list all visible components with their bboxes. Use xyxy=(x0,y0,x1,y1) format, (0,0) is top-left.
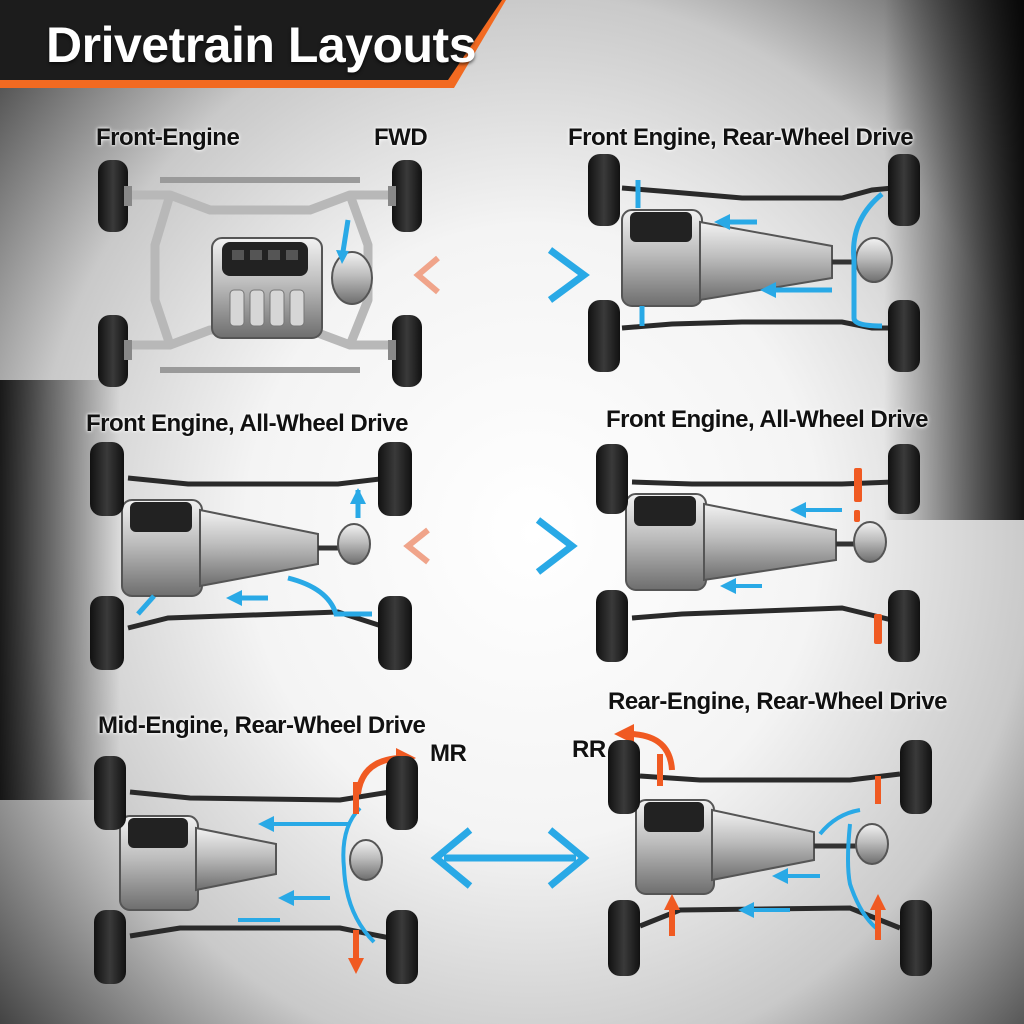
torque-flow xyxy=(631,731,881,940)
torque-markers xyxy=(854,468,882,644)
wheel-front-left xyxy=(90,442,124,516)
engine-block xyxy=(621,209,703,307)
fwd-panel-label: Front-Engine xyxy=(96,124,240,151)
gearbox xyxy=(711,808,815,882)
wheel-rear-right xyxy=(888,300,920,372)
flow-arrowhead xyxy=(738,902,754,918)
differential xyxy=(337,523,371,565)
mr-tag: MR xyxy=(430,740,467,767)
mr-chassis-diagram xyxy=(94,748,418,984)
comparison-arrow-top xyxy=(413,247,590,303)
gearbox xyxy=(195,826,277,892)
differential xyxy=(853,521,887,563)
torque-arrowhead xyxy=(614,724,634,744)
torque-arrowhead xyxy=(664,894,680,910)
engine-block xyxy=(635,799,715,895)
awd-right-panel-label: Front Engine, All-Wheel Drive xyxy=(606,406,928,433)
gearbox xyxy=(699,220,833,302)
wheel-rear-left xyxy=(98,315,132,387)
power-flow-arrowhead xyxy=(336,250,349,264)
wheel-front-right xyxy=(900,740,932,814)
differential xyxy=(349,839,383,881)
rr-panel-label: Rear-Engine, Rear-Wheel Drive xyxy=(608,688,947,715)
page-title: Drivetrain Layouts xyxy=(46,17,477,73)
wheel-front-right xyxy=(888,444,920,514)
wheel-front-right xyxy=(388,160,422,232)
engine-block xyxy=(625,493,707,591)
flow-arrowhead xyxy=(760,282,776,298)
wheel-rear-right xyxy=(388,315,422,387)
flow-arrowhead xyxy=(790,502,806,518)
wheel-rear-right xyxy=(386,910,418,984)
front-axle xyxy=(631,479,893,487)
fr-chassis-diagram xyxy=(588,154,920,372)
wheel-rear-right xyxy=(888,590,920,662)
fwd-tag: FWD xyxy=(374,124,428,151)
wheel-front-left xyxy=(596,444,628,514)
wheel-rear-left xyxy=(608,900,640,976)
engine-block xyxy=(211,237,323,339)
flow-arrowhead xyxy=(772,868,788,884)
flow-arrowhead xyxy=(226,590,242,606)
wheel-front-left xyxy=(94,756,126,830)
fwd-chassis-diagram xyxy=(98,160,422,387)
differential xyxy=(331,251,373,305)
power-flow xyxy=(635,180,884,329)
power-flow xyxy=(238,806,376,944)
flow-arrowhead xyxy=(258,816,274,832)
fr-panel-label: Front Engine, Rear-Wheel Drive xyxy=(568,124,914,151)
differential xyxy=(855,237,893,283)
power-flow xyxy=(732,508,842,588)
front-axle xyxy=(639,771,901,783)
rear-axle xyxy=(127,609,389,631)
awd-right-chassis-diagram xyxy=(596,444,920,662)
wheel-front-left xyxy=(588,154,620,226)
wheel-rear-left xyxy=(94,910,126,984)
flow-arrowhead xyxy=(278,890,294,906)
power-flow xyxy=(750,808,878,930)
rear-axle xyxy=(631,605,893,623)
wheel-front-right xyxy=(386,756,418,830)
flow-arrowhead xyxy=(714,214,730,230)
wheel-front-right xyxy=(378,442,412,516)
awd-left-chassis-diagram xyxy=(90,442,412,670)
wheel-front-right xyxy=(888,154,920,226)
wheel-front-left xyxy=(98,160,132,232)
wheel-rear-right xyxy=(900,900,932,976)
wheel-rear-left xyxy=(596,590,628,662)
comparison-arrow-bottom xyxy=(430,827,590,889)
awd-left-panel-label: Front Engine, All-Wheel Drive xyxy=(86,410,408,437)
front-axle xyxy=(127,475,389,487)
rear-axle xyxy=(129,925,391,941)
comparison-arrow-middle xyxy=(403,517,578,575)
front-axle xyxy=(621,185,893,201)
rr-chassis-diagram xyxy=(608,724,932,976)
background-shade-right xyxy=(884,0,1024,520)
title-banner xyxy=(0,0,506,88)
wheel-front-left xyxy=(608,740,640,814)
mr-panel-label: Mid-Engine, Rear-Wheel Drive xyxy=(98,712,426,739)
wheel-rear-left xyxy=(90,596,124,670)
torque-arrowhead xyxy=(870,894,886,910)
engine-block xyxy=(121,499,203,597)
torque-arrowhead xyxy=(348,958,364,974)
gearbox xyxy=(199,508,319,588)
wheel-rear-right xyxy=(378,596,412,670)
wheel-rear-left xyxy=(588,300,620,372)
front-axle xyxy=(129,789,391,803)
engine-block xyxy=(119,815,199,911)
flow-arrowhead xyxy=(720,578,736,594)
rear-axle xyxy=(621,319,892,331)
gearbox xyxy=(703,502,837,582)
flow-arrowhead xyxy=(350,488,366,504)
rr-tag: RR xyxy=(572,736,606,763)
differential xyxy=(855,823,889,865)
